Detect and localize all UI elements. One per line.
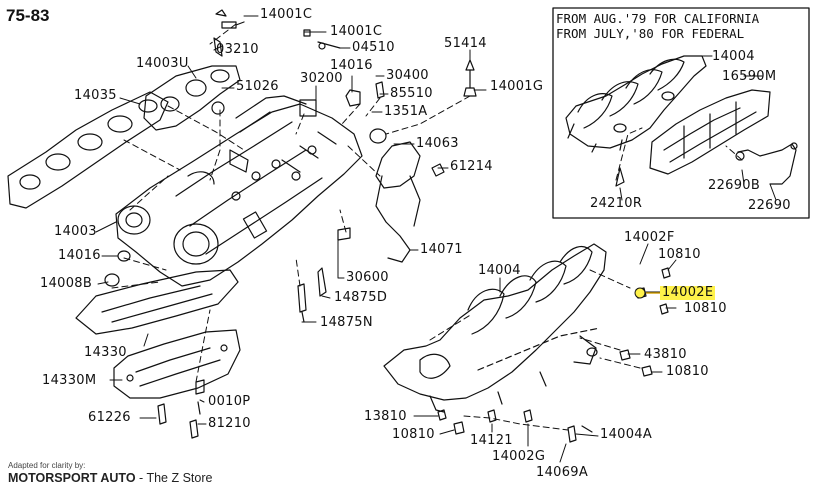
- part-label-13810: 13810: [364, 409, 407, 424]
- heat-shield-14330: [75, 269, 239, 335]
- part-label-14004a: 14004A: [600, 427, 653, 442]
- intake-manifold: [115, 95, 363, 287]
- part-label-14121: 14121: [470, 433, 513, 448]
- part-label-14001g: 14001G: [490, 79, 544, 94]
- highlight-marker: [634, 287, 646, 299]
- part-label-61226: 61226: [88, 410, 131, 425]
- part-label-10810-c: 10810: [666, 364, 709, 379]
- part-label-51026: 51026: [236, 79, 279, 94]
- page-number: 75-83: [6, 6, 50, 25]
- inset-sensor: [615, 142, 798, 187]
- part-label-inset-22690: 22690: [748, 198, 791, 213]
- part-label-10810-a: 10810: [658, 247, 701, 262]
- part-label-14063: 14063: [416, 136, 459, 151]
- inset-note-line1: FROM AUG.'79 FOR CALIFORNIA: [556, 11, 760, 26]
- part-label-14008b: 14008B: [40, 276, 93, 291]
- part-label-51414: 51414: [444, 36, 487, 51]
- part-label-10810-b: 10810: [684, 301, 727, 316]
- part-label-10810-d: 10810: [392, 427, 435, 442]
- part-label-1351a: 1351A: [384, 104, 428, 119]
- part-label-85510: 85510: [390, 86, 433, 101]
- part-label-04510: 04510: [352, 40, 395, 55]
- bracket-14063: [375, 141, 421, 263]
- inset-note-line2: FROM JULY,'80 FOR FEDERAL: [556, 26, 745, 41]
- part-label-14004: 14004: [478, 263, 521, 278]
- part-label-14875d: 14875D: [334, 290, 388, 305]
- part-label-inset-16590m: 16590M: [722, 69, 777, 84]
- manifold-gasket-14003u: [143, 65, 241, 131]
- part-label-14875n: 14875N: [320, 315, 373, 330]
- part-label-14002f: 14002F: [624, 230, 675, 245]
- part-label-30600: 30600: [346, 270, 389, 285]
- part-label-14002g: 14002G: [492, 449, 546, 464]
- exhaust-manifold-14004: [383, 243, 607, 413]
- footer-brand-name: MOTORSPORT AUTO: [8, 471, 136, 485]
- intake-gasket: [7, 91, 169, 209]
- alignment-lines: [111, 23, 743, 431]
- part-label-14330m: 14330M: [42, 373, 97, 388]
- part-label-14069a: 14069A: [536, 465, 589, 480]
- inset-exhaust-manifold: [565, 55, 707, 153]
- part-label-14016-top: 14016: [330, 58, 373, 73]
- footer-credit-caption: Adapted for clarity by:: [8, 461, 86, 470]
- part-label-14035: 14035: [74, 88, 117, 103]
- part-label-inset-24210r: 24210R: [590, 196, 643, 211]
- fasteners: [104, 9, 671, 443]
- part-label-14016-left: 14016: [58, 248, 101, 263]
- inset-frame: [552, 7, 810, 219]
- part-label-inset-22690b: 22690B: [708, 178, 761, 193]
- part-label-03210: 03210: [216, 42, 259, 57]
- part-label-43810: 43810: [644, 347, 687, 362]
- part-label-30400: 30400: [386, 68, 429, 83]
- cover-14330m: [113, 329, 241, 399]
- part-label-81210: 81210: [208, 416, 251, 431]
- part-label-0010p: 0010P: [208, 394, 251, 409]
- part-label-14003: 14003: [54, 224, 97, 239]
- part-label-14330: 14330: [84, 345, 127, 360]
- part-label-30200: 30200: [300, 71, 343, 86]
- leader-lines: [95, 15, 777, 463]
- part-label-14003u: 14003U: [136, 56, 189, 71]
- part-label-14071: 14071: [420, 242, 463, 257]
- inset-heat-shield: [649, 89, 771, 175]
- footer-brand: MOTORSPORT AUTO - The Z Store: [8, 471, 212, 485]
- part-label-14001c-b: 14001C: [330, 24, 383, 39]
- part-label-61214: 61214: [450, 159, 493, 174]
- part-label-14002e-highlighted: 14002E: [660, 285, 716, 300]
- footer-tagline: - The Z Store: [135, 471, 213, 485]
- part-label-inset-14004: 14004: [712, 49, 755, 64]
- part-label-14001c-a: 14001C: [260, 7, 313, 22]
